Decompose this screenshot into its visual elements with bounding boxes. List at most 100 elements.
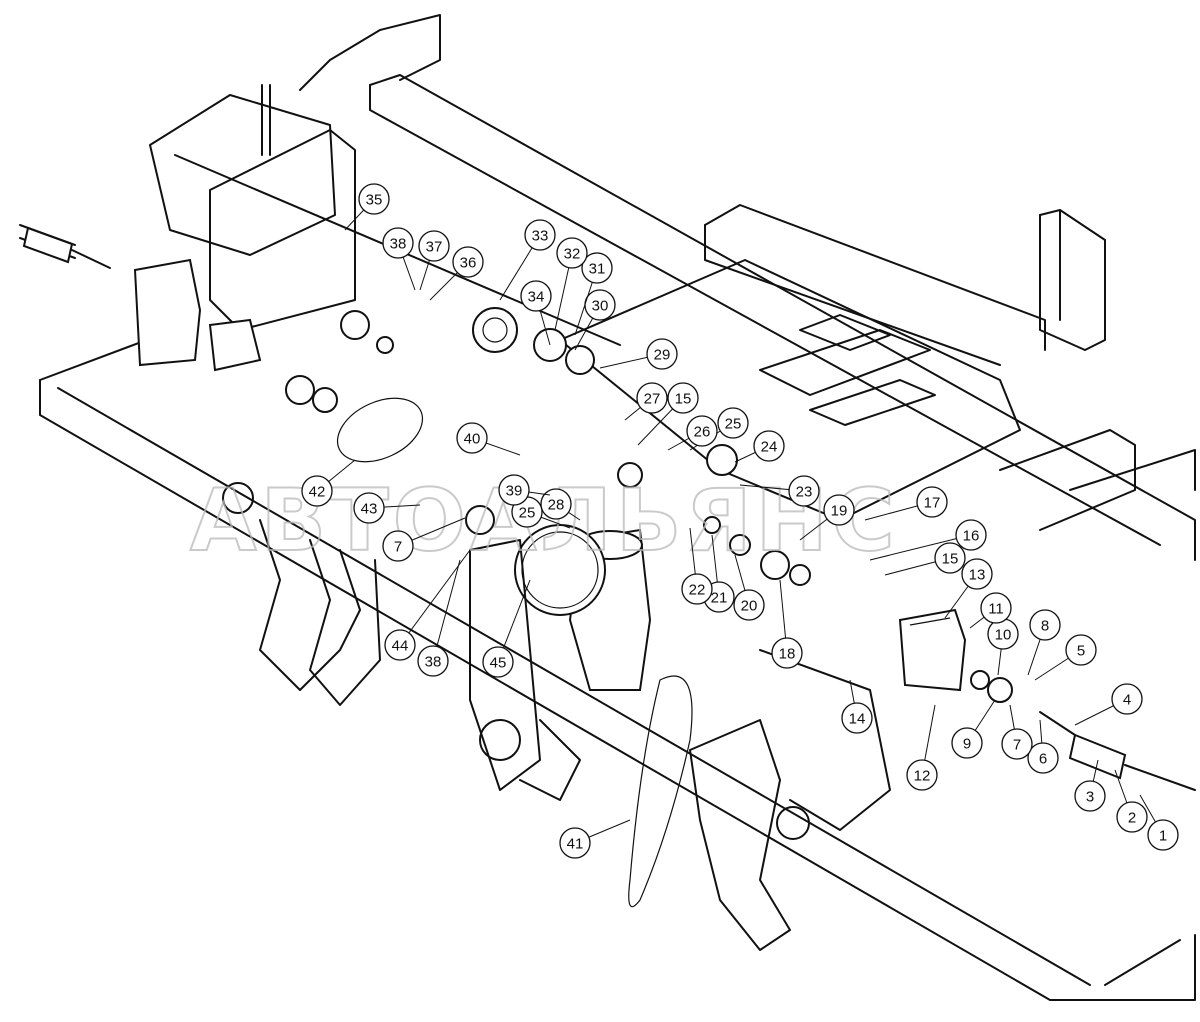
callout-circle xyxy=(717,407,749,439)
callout-circle xyxy=(1065,634,1097,666)
callout-number: 8 xyxy=(1041,618,1049,635)
callout-5: 5 xyxy=(1034,634,1097,681)
callout-number: 43 xyxy=(361,501,378,518)
callout-number: 25 xyxy=(725,416,742,433)
callout-number: 32 xyxy=(564,246,581,263)
callout-circle xyxy=(358,183,390,215)
callout-14: 14 xyxy=(841,679,873,734)
callout-circle xyxy=(524,219,556,251)
callout-29: 29 xyxy=(599,338,678,370)
callout-number: 33 xyxy=(532,228,549,245)
callout-11: 11 xyxy=(969,592,1012,629)
callout-1: 1 xyxy=(1139,794,1179,851)
callout-17: 17 xyxy=(864,486,948,521)
callout-circle xyxy=(841,702,873,734)
callout-39: 39 xyxy=(498,474,551,506)
callout-42: 42 xyxy=(301,459,356,507)
callout-circle xyxy=(353,492,385,524)
large-sprocket xyxy=(514,524,606,616)
callout-number: 41 xyxy=(567,836,584,853)
callout-circle xyxy=(482,646,514,678)
callout-number: 39 xyxy=(506,483,523,500)
callout-number: 26 xyxy=(694,424,711,441)
callout-circle xyxy=(384,629,416,661)
callout-number: 14 xyxy=(849,711,866,728)
callout-8: 8 xyxy=(1027,609,1061,676)
callout-circle xyxy=(934,542,966,574)
callout-leader-line xyxy=(432,559,461,662)
callout-number: 36 xyxy=(460,255,477,272)
callout-number: 12 xyxy=(914,768,931,785)
callout-number: 18 xyxy=(779,646,796,663)
callout-number: 38 xyxy=(390,236,407,253)
callout-45: 45 xyxy=(482,579,531,678)
callout-number: 7 xyxy=(394,539,402,556)
callout-circle xyxy=(581,252,613,284)
callout-number: 24 xyxy=(761,439,778,456)
callout-30: 30 xyxy=(574,289,616,351)
callout-number: 22 xyxy=(689,582,706,599)
callout-layer: 1234567789101112131415151617181920212223… xyxy=(301,183,1179,859)
callout-number: 29 xyxy=(654,347,671,364)
callout-23: 23 xyxy=(739,475,820,507)
callout-2: 2 xyxy=(1114,769,1148,833)
callout-number: 25 xyxy=(519,505,536,522)
callout-number: 19 xyxy=(831,503,848,520)
callout-number: 13 xyxy=(969,567,986,584)
callout-3: 3 xyxy=(1074,759,1106,812)
callout-circle xyxy=(1074,780,1106,812)
callout-41: 41 xyxy=(559,819,631,859)
callout-7a: 7 xyxy=(1001,704,1033,760)
callout-20: 20 xyxy=(733,554,765,621)
callout-26: 26 xyxy=(667,415,718,451)
callout-circle xyxy=(980,592,1012,624)
callout-43: 43 xyxy=(353,492,421,524)
callout-leader-line xyxy=(399,549,471,646)
callout-number: 40 xyxy=(464,431,481,448)
callout-32: 32 xyxy=(554,237,588,331)
callout-35: 35 xyxy=(344,183,390,231)
callout-circle xyxy=(771,637,803,669)
callout-16: 16 xyxy=(869,519,987,561)
callout-number: 7 xyxy=(1013,737,1021,754)
callout-number: 44 xyxy=(392,638,409,655)
callout-number: 20 xyxy=(741,598,758,615)
callout-number: 5 xyxy=(1077,643,1085,660)
callout-15b: 15 xyxy=(884,542,966,576)
callout-22: 22 xyxy=(681,527,713,605)
callout-40: 40 xyxy=(456,422,521,456)
callout-number: 28 xyxy=(548,497,565,514)
callout-number: 37 xyxy=(426,239,443,256)
callout-circle xyxy=(733,589,765,621)
callout-33: 33 xyxy=(499,219,556,301)
callout-number: 11 xyxy=(988,601,1004,618)
callout-27: 27 xyxy=(624,382,668,421)
callout-37: 37 xyxy=(418,230,450,291)
callout-number: 27 xyxy=(644,391,661,408)
callout-circle xyxy=(1147,819,1179,851)
callout-number: 2 xyxy=(1128,810,1136,827)
callout-circle xyxy=(1027,742,1059,774)
frame-drawing xyxy=(19,14,1196,1001)
callout-circle xyxy=(951,727,983,759)
callout-number: 16 xyxy=(963,528,980,545)
callout-circle xyxy=(686,415,718,447)
callout-circle xyxy=(418,230,450,262)
callout-circle xyxy=(559,827,591,859)
callout-circle xyxy=(961,558,993,590)
callout-circle xyxy=(1029,609,1061,641)
callout-circle xyxy=(788,475,820,507)
callout-number: 4 xyxy=(1123,692,1131,709)
callout-36: 36 xyxy=(429,246,484,301)
callout-circle xyxy=(556,237,588,269)
callout-circle xyxy=(417,645,449,677)
callout-circle xyxy=(520,280,552,312)
callout-number: 45 xyxy=(490,655,507,672)
callout-circle xyxy=(906,759,938,791)
chain-42 xyxy=(336,397,424,463)
callout-number: 30 xyxy=(592,298,609,315)
callout-circle xyxy=(823,494,855,526)
callout-number: 15 xyxy=(942,551,959,568)
